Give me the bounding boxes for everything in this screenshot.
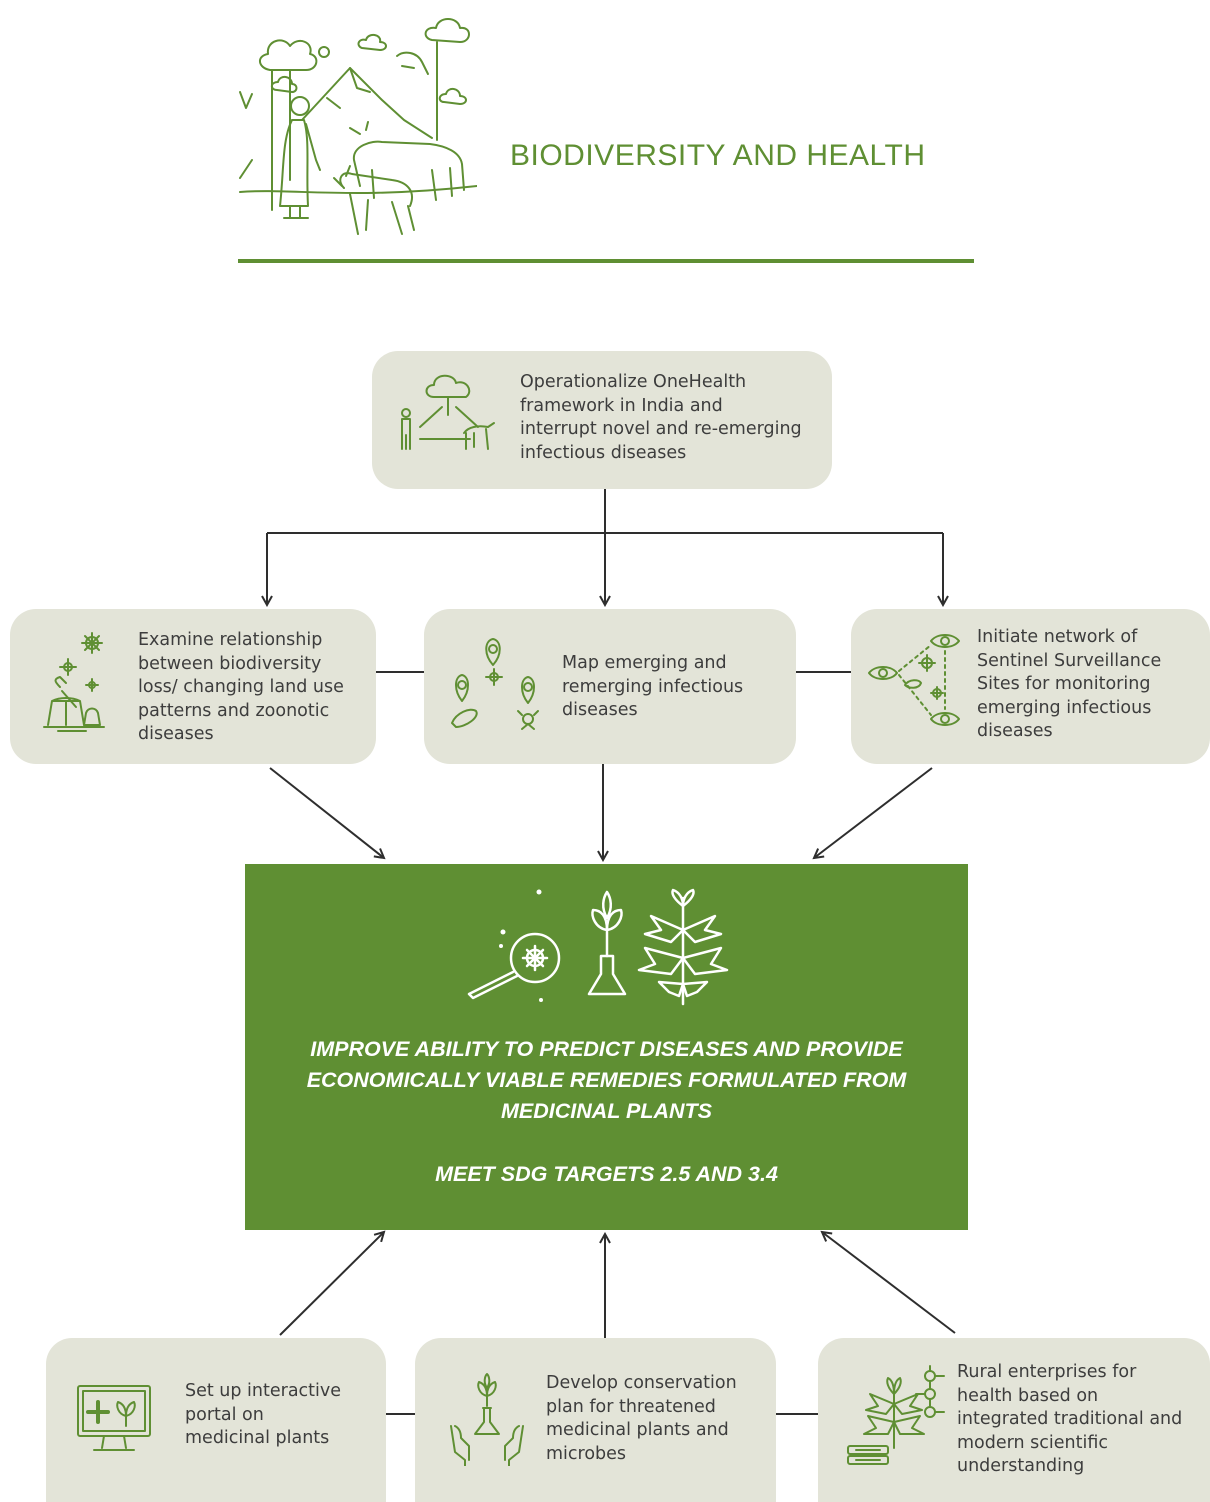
box-line: understanding (957, 1456, 1085, 1476)
portal-box: Set up interactive portal on medicinal p… (46, 1338, 386, 1502)
box-line: diseases (977, 721, 1053, 741)
box-line: infectious diseases (520, 442, 687, 463)
page-title: BIODIVERSITY AND HEALTH (510, 139, 926, 172)
box-line: Sites for monitoring (977, 674, 1151, 694)
conservation-plan-text: Develop conservation plan for threatened… (546, 1372, 737, 1466)
box-line: framework in India and (520, 395, 723, 416)
conservation-plan-box: Develop conservation plan for threatened… (415, 1338, 776, 1502)
box-line: Sentinel Surveillance (977, 650, 1162, 671)
tree-stump-axe-icon (43, 632, 105, 732)
map-diseases-box: Map emerging and remerging infectious di… (424, 609, 796, 764)
box-line: remerging infectious (562, 676, 744, 697)
box-line: Operationalize OneHealth (520, 372, 747, 392)
onehealth-text: Operationalize OneHealth framework in In… (520, 371, 802, 465)
box-line: Examine relationship (138, 630, 323, 650)
box-line: patterns and zoonotic (138, 700, 330, 721)
box-line: Initiate network of (977, 627, 1138, 647)
rural-enterprises-box: Rural enterprises for health based on in… (818, 1338, 1210, 1502)
box-line: modern scientific (957, 1432, 1108, 1453)
title-divider (238, 259, 974, 263)
plant-molecule-icon (847, 1365, 945, 1465)
medicinal-leaf-icon (637, 888, 729, 1006)
box-line: diseases (562, 700, 638, 720)
box-line: plan for threatened (546, 1396, 716, 1417)
hands-flask-plant-icon (450, 1373, 524, 1466)
onehealth-box: Operationalize OneHealth framework in In… (372, 351, 832, 489)
sentinel-sites-box: Initiate network of Sentinel Surveillanc… (851, 609, 1210, 764)
box-line: between biodiversity (138, 653, 322, 674)
box-line: loss/ changing land use (138, 677, 344, 697)
box-line: health based on (957, 1385, 1099, 1406)
main-heading: IMPROVE ABILITY TO PREDICT DISEASES AND … (275, 1034, 938, 1127)
main-icons (467, 888, 729, 1006)
surveillance-eyes-icon (868, 634, 960, 726)
map-diseases-text: Map emerging and remerging infectious di… (562, 652, 743, 723)
box-line: Rural enterprises for (957, 1362, 1137, 1382)
onehealth-triangle-icon (401, 374, 495, 450)
box-line: medicinal plants and (546, 1420, 729, 1440)
main-goal-box: IMPROVE ABILITY TO PREDICT DISEASES AND … (245, 864, 968, 1230)
main-heading-line: IMPROVE ABILITY TO PREDICT DISEASES AND … (310, 1037, 903, 1061)
magnifier-virus-icon (467, 889, 561, 1002)
sentinel-sites-text: Initiate network of Sentinel Surveillanc… (977, 626, 1161, 744)
box-line: portal on (185, 1404, 264, 1425)
box-line: Map emerging and (562, 653, 727, 673)
box-line: emerging infectious (977, 697, 1152, 718)
plant-flask-icon (587, 890, 627, 996)
box-line: Develop conservation (546, 1373, 737, 1393)
monitor-plant-icon (77, 1385, 151, 1451)
box-line: diseases (138, 724, 214, 744)
main-subheading: MEET SDG TARGETS 2.5 AND 3.4 (435, 1162, 778, 1186)
box-line: microbes (546, 1443, 627, 1464)
map-pins-pathogen-icon (451, 638, 539, 730)
biodiversity-loss-box: Examine relationship between biodiversit… (10, 609, 376, 764)
landscape-people-animals-illustration (239, 18, 477, 235)
rural-enterprises-text: Rural enterprises for health based on in… (957, 1361, 1182, 1479)
box-line: interrupt novel and re-emerging (520, 419, 802, 439)
portal-text: Set up interactive portal on medicinal p… (185, 1380, 341, 1451)
biodiversity-loss-text: Examine relationship between biodiversit… (138, 629, 344, 747)
main-heading-line: ECONOMICALLY VIABLE REMEDIES FORMULATED … (306, 1068, 907, 1092)
box-line: Set up interactive (185, 1381, 342, 1401)
main-heading-line: MEDICINAL PLANTS (500, 1099, 713, 1123)
box-line: integrated traditional and (957, 1409, 1183, 1429)
box-line: medicinal plants (185, 1428, 330, 1448)
